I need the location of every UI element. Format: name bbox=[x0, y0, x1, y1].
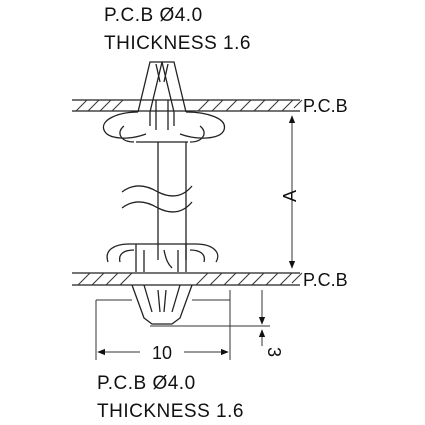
clip-legs bbox=[95, 284, 270, 360]
top-clip-head bbox=[102, 61, 225, 143]
dimension-tip-label: 3 bbox=[264, 347, 284, 357]
dimension-a: A bbox=[280, 115, 300, 269]
bottom-thickness-note: THICKNESS 1.6 bbox=[97, 401, 244, 422]
top-pcb-plate bbox=[72, 99, 303, 112]
pcb-label-top: P.C.B bbox=[303, 96, 348, 116]
pcb-label-bottom: P.C.B bbox=[303, 270, 348, 290]
top-thickness-note: THICKNESS 1.6 bbox=[104, 33, 251, 54]
top-pcb-note: P.C.B Ø4.0 bbox=[104, 5, 203, 26]
dimension-a-label: A bbox=[280, 190, 300, 202]
bottom-clip-head bbox=[106, 243, 219, 272]
bottom-pcb-note: P.C.B Ø4.0 bbox=[97, 373, 196, 394]
dimension-width: 10 bbox=[97, 343, 229, 363]
dimension-width-label: 10 bbox=[152, 343, 172, 363]
clip-shaft bbox=[121, 142, 193, 260]
dimension-tip: 3 bbox=[258, 290, 284, 357]
bottom-pcb-plate bbox=[72, 272, 303, 286]
